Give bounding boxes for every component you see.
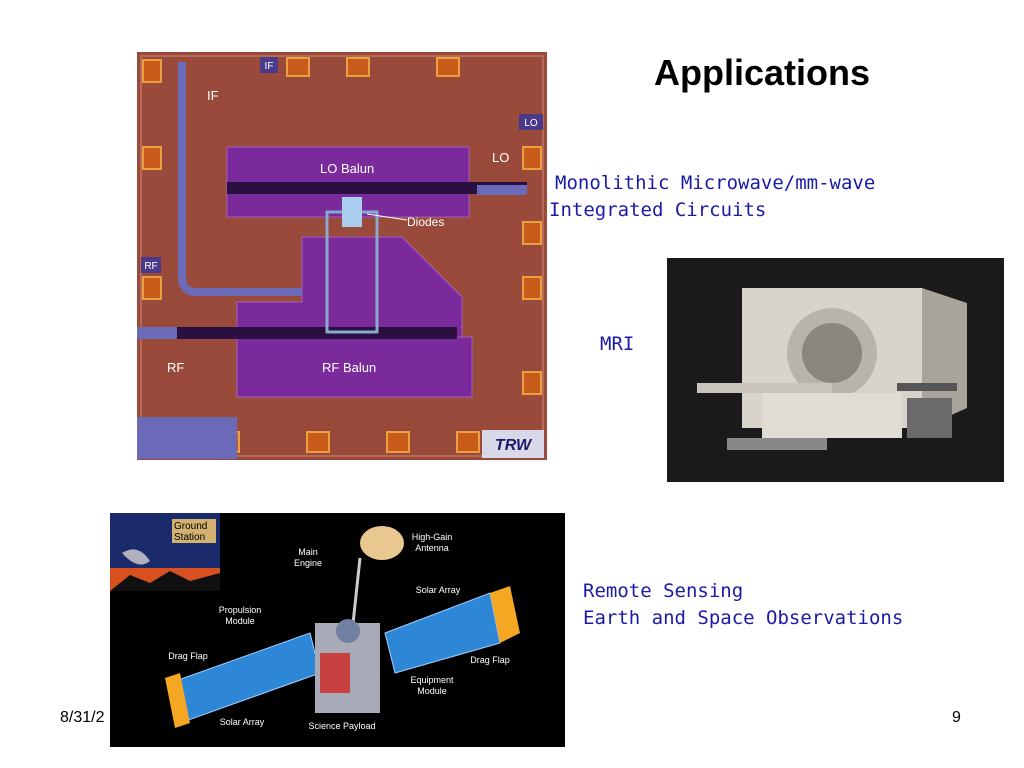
drag-flap-right-label: Drag Flap (470, 655, 510, 665)
solar-array-bottom-label: Solar Array (220, 717, 265, 727)
rf-pad-label: RF (144, 261, 157, 272)
science-payload-label: Science Payload (308, 721, 375, 731)
propulsion-module-label-2: Module (225, 616, 255, 626)
main-engine-label-1: Main (298, 547, 318, 557)
hga-label-1: High-Gain (412, 532, 453, 542)
trw-logo: TRW (495, 437, 533, 454)
if-pad-label: IF (265, 61, 274, 72)
rf-balun-label: RF Balun (322, 360, 376, 375)
remote-sensing-line1: Remote Sensing (583, 580, 744, 602)
slide-title: Applications (654, 52, 871, 93)
mmic-caption-line1: Monolithic Microwave/mm-wave (555, 172, 876, 194)
if-label: IF (207, 88, 219, 103)
lo-pad-label: LO (524, 118, 538, 129)
page-number: 9 (952, 709, 961, 726)
drag-flap-left-label: Drag Flap (168, 651, 208, 661)
solar-array-top-label: Solar Array (416, 585, 461, 595)
mri-caption: MRI (600, 333, 635, 355)
equipment-module-label-1: Equipment (410, 675, 454, 685)
remote-sensing-line2: Earth and Space Observations (583, 607, 904, 629)
ground-station-label-1: Ground (174, 521, 207, 532)
diodes-label: Diodes (407, 215, 444, 229)
mmic-caption-line2: Integrated Circuits (549, 199, 767, 221)
mmic-caption: Monolithic Microwave/mm-wave Integrated … (549, 170, 875, 224)
lo-balun-label: LO Balun (320, 161, 374, 176)
hga-label-2: Antenna (415, 543, 449, 553)
rf-label: RF (167, 360, 184, 375)
satellite-image: Ground Station High-Gain Antenna Main En… (110, 513, 565, 747)
propulsion-module-label-1: Propulsion (219, 605, 262, 615)
equipment-module-label-2: Module (417, 686, 447, 696)
ground-station-label-2: Station (174, 532, 205, 543)
mri-image (667, 258, 1004, 482)
main-engine-label-2: Engine (294, 558, 322, 568)
lo-label: LO (492, 150, 509, 165)
mmic-chip-image: LO IF RF IF LO LO Balun Diodes RF RF Bal… (137, 52, 547, 460)
slide-date: 8/31/2 (60, 709, 105, 726)
remote-sensing-caption: Remote Sensing Earth and Space Observati… (583, 578, 903, 632)
